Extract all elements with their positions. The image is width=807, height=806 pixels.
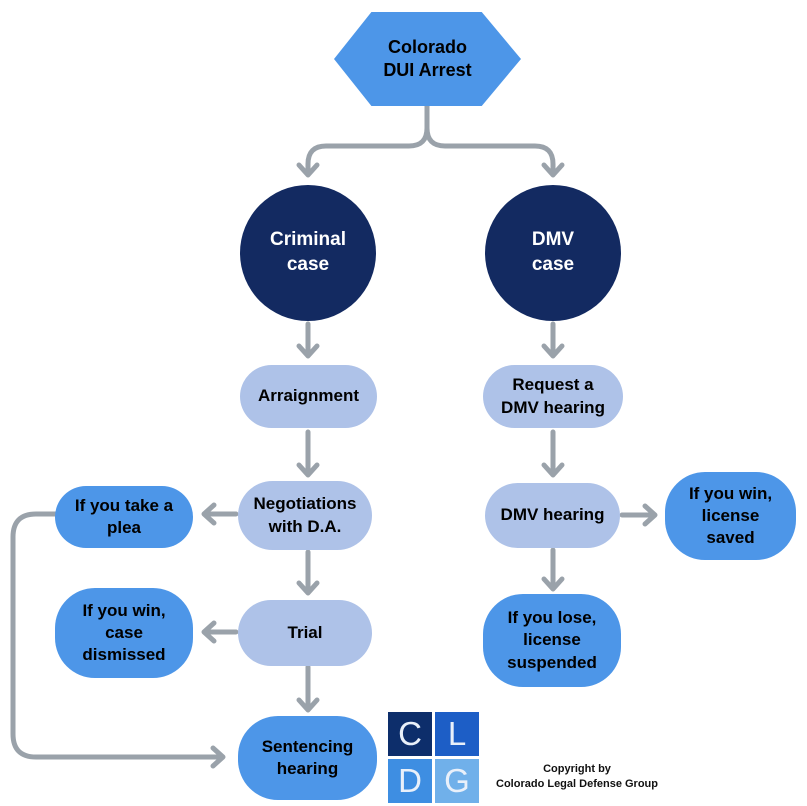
copyright-notice: Copyright by Colorado Legal Defense Grou…: [462, 762, 692, 793]
connector-plea-sentencing-loop: [10, 511, 226, 769]
logo-square-g: G: [435, 759, 479, 803]
node-dmv-case: DMV case: [485, 185, 621, 321]
connector-root-split: [296, 103, 565, 178]
connector-dmv-request: [541, 321, 565, 359]
node-criminal-case: Criminal case: [240, 185, 376, 321]
node-criminal-case-label: Criminal case: [269, 229, 347, 275]
node-sentencing-hearing: Sentencing hearing: [238, 716, 377, 800]
connector-negotiations-plea: [201, 502, 239, 526]
cldg-logo: C L D G: [388, 712, 479, 803]
node-license-saved: If you win, license saved: [665, 472, 796, 560]
copyright-line2: Colorado Legal Defense Group: [496, 778, 658, 791]
node-take-plea-label: If you take a plea: [74, 495, 174, 537]
copyright-line1: Copyright by: [543, 763, 611, 775]
node-case-dismissed-label: If you win, case dismissed: [82, 600, 166, 665]
node-negotiations: Negotiations with D.A.: [238, 481, 372, 550]
node-request-dmv-hearing-label: Request a DMV hearing: [501, 375, 605, 417]
node-trial: Trial: [238, 600, 372, 666]
connector-dmvhearing-saved: [619, 503, 658, 527]
connector-trial-dismissed: [201, 620, 239, 644]
node-dmv-hearing: DMV hearing: [485, 483, 620, 548]
logo-square-d: D: [388, 759, 432, 803]
node-license-saved-label: If you win, license saved: [688, 483, 773, 548]
connector-arraignment-negotiations: [296, 429, 320, 478]
node-take-plea: If you take a plea: [55, 486, 193, 548]
node-license-suspended: If you lose, license suspended: [483, 594, 621, 687]
node-arraignment-label: Arraignment: [257, 386, 360, 406]
node-license-suspended-label: If you lose, license suspended: [507, 608, 597, 672]
node-trial-label: Trial: [287, 622, 323, 642]
node-sentencing-hearing-label: Sentencing hearing: [261, 736, 354, 778]
connector-trial-sentencing: [296, 664, 320, 713]
connector-dmvhearing-suspended: [541, 547, 565, 592]
node-arraignment: Arraignment: [240, 365, 377, 428]
node-request-dmv-hearing: Request a DMV hearing: [483, 365, 623, 428]
node-dmv-hearing-label: DMV hearing: [500, 505, 605, 525]
connector-request-dmvhearing: [541, 429, 565, 478]
node-negotiations-label: Negotiations with D.A.: [253, 494, 357, 536]
logo-square-c: C: [388, 712, 432, 756]
connector-negotiations-trial: [296, 549, 320, 596]
node-colorado-dui-arrest-label: Colorado DUI Arrest: [383, 36, 472, 80]
connector-criminal-arraignment: [296, 321, 320, 359]
node-dmv-case-label: DMV case: [531, 229, 575, 275]
node-case-dismissed: If you win, case dismissed: [55, 588, 193, 678]
logo-square-l: L: [435, 712, 479, 756]
node-colorado-dui-arrest: Colorado DUI Arrest: [334, 12, 521, 106]
